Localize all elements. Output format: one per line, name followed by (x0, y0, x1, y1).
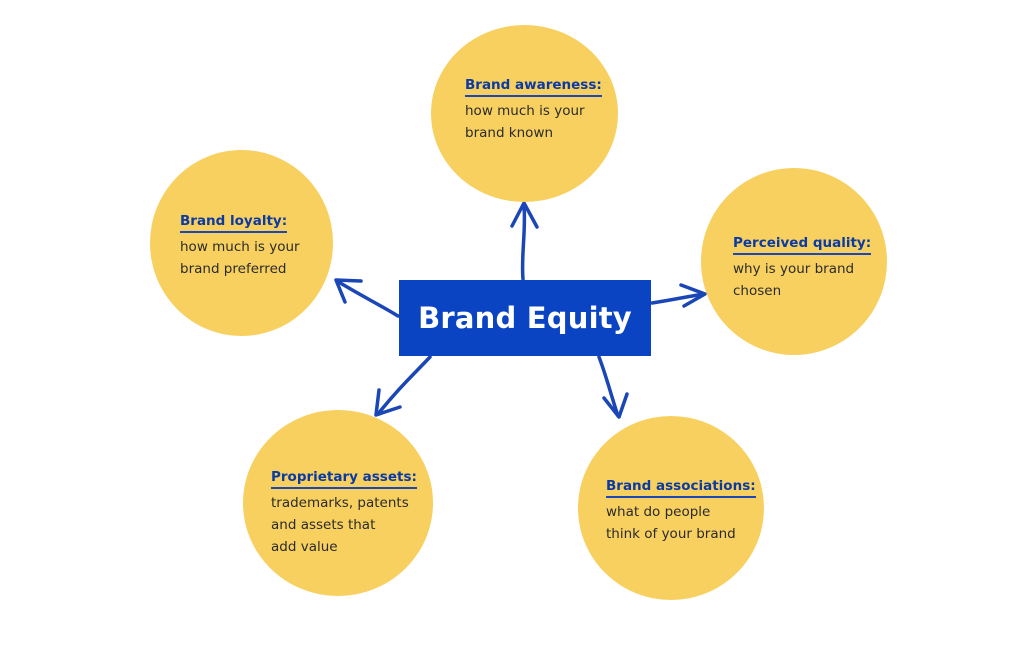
node-text-proprietary: Proprietary assets: trademarks, patents … (271, 468, 417, 558)
node-circle-loyalty: Brand loyalty: how much is your brand pr… (150, 150, 333, 336)
node-text-associations: Brand associations: what do people think… (606, 477, 756, 545)
node-text-loyalty: Brand loyalty: how much is your brand pr… (180, 212, 300, 280)
node-line-proprietary-2: and assets that (271, 517, 376, 533)
arrow-to-awareness (510, 201, 539, 281)
center-box: Brand Equity (399, 280, 651, 356)
node-text-quality: Perceived quality: why is your brand cho… (733, 234, 872, 302)
node-circle-awareness: Brand awareness: how much is your brand … (431, 25, 618, 202)
node-circle-associations: Brand associations: what do people think… (578, 416, 764, 600)
node-line-awareness-2: brand known (465, 125, 554, 141)
node-heading-quality: Perceived quality: (733, 235, 872, 255)
arrow-to-loyalty (334, 278, 400, 318)
arrow-to-quality (650, 283, 707, 308)
node-line-proprietary-3: add value (271, 539, 338, 555)
node-heading-associations: Brand associations: (606, 478, 756, 498)
node-text-awareness: Brand awareness: how much is your brand … (465, 76, 602, 144)
node-line-quality-2: chosen (733, 283, 782, 299)
node-line-quality-1: why is your brand (733, 261, 855, 277)
node-heading-awareness: Brand awareness: (465, 77, 602, 97)
node-heading-proprietary: Proprietary assets: (271, 469, 417, 489)
node-line-awareness-1: how much is your (465, 103, 585, 119)
node-line-loyalty-1: how much is your (180, 239, 300, 255)
node-circle-proprietary: Proprietary assets: trademarks, patents … (243, 410, 433, 596)
node-line-associations-2: think of your brand (606, 526, 736, 542)
arrow-to-proprietary (374, 355, 432, 417)
node-circle-quality: Perceived quality: why is your brand cho… (701, 168, 887, 355)
node-heading-loyalty: Brand loyalty: (180, 213, 288, 233)
node-line-associations-1: what do people (606, 504, 711, 520)
arrow-to-associations (597, 355, 629, 419)
node-line-proprietary-1: trademarks, patents (271, 495, 409, 511)
node-line-loyalty-2: brand preferred (180, 261, 287, 277)
center-title: Brand Equity (418, 301, 632, 335)
